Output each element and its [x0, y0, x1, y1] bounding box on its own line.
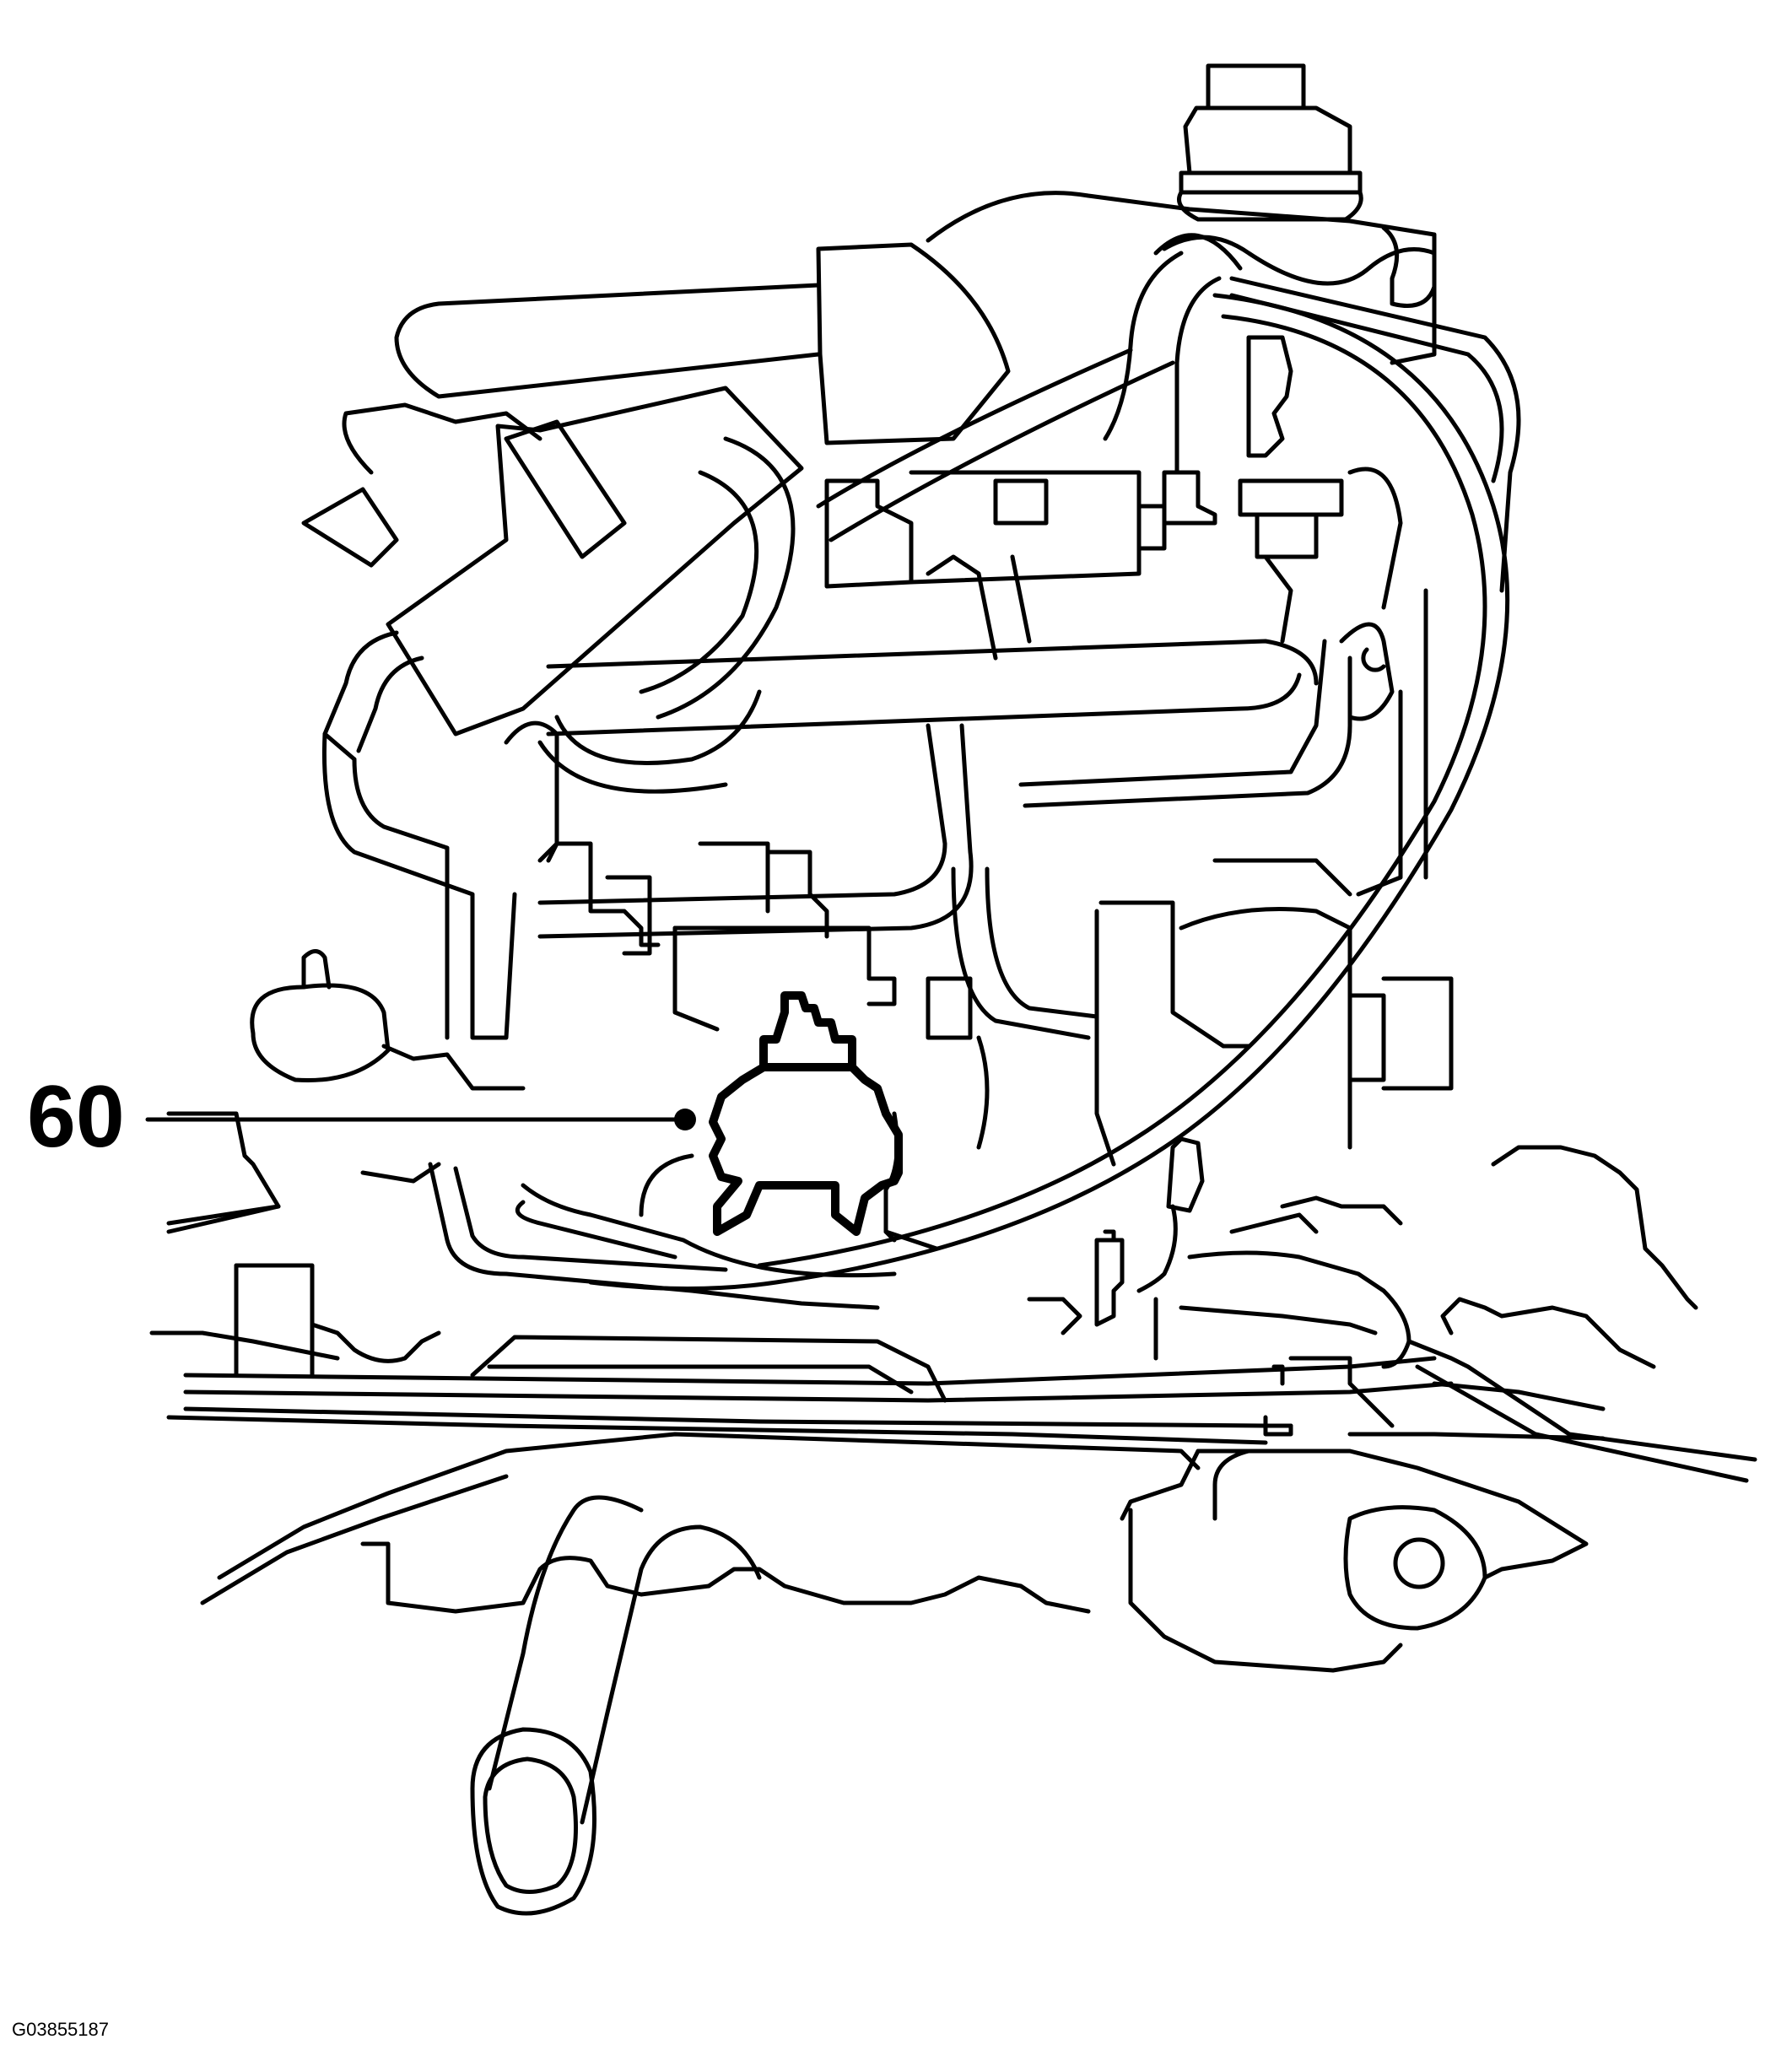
highlighted-component	[709, 991, 903, 1236]
callout-dot	[674, 1109, 696, 1130]
lower-tube	[470, 1495, 762, 1916]
upper-hoses	[816, 233, 1521, 593]
callout-leader	[145, 1109, 696, 1130]
wiring-harness	[588, 293, 1510, 1291]
lower-manifold	[200, 1432, 1589, 1673]
manifold-rail	[546, 470, 1319, 736]
left-cap	[166, 949, 526, 1234]
reservoir	[1177, 63, 1363, 222]
lower-hoses	[428, 1111, 939, 1310]
frame-rails	[149, 1263, 1606, 1445]
figure-id: G03855187	[12, 2019, 109, 2040]
intake-box	[301, 386, 804, 762]
callout-label: 60	[27, 1068, 125, 1166]
right-connectors	[1094, 1136, 1757, 1483]
mid-hoses	[321, 436, 1352, 1040]
sensors	[1162, 335, 1403, 721]
engine-block	[546, 841, 1454, 1167]
